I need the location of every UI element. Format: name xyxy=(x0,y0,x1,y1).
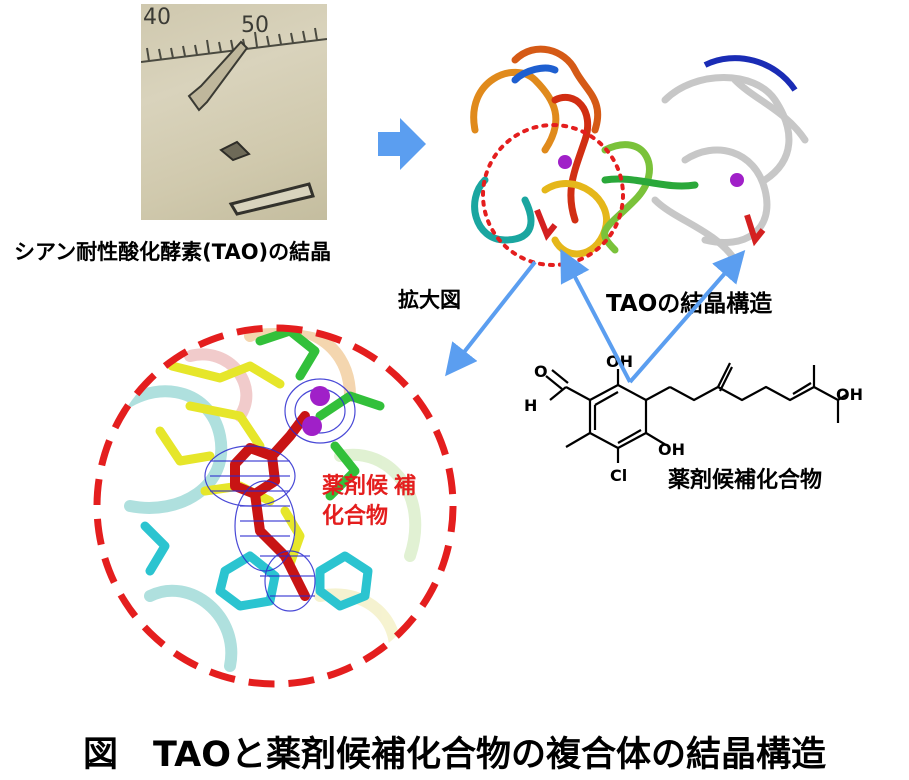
protein-structure xyxy=(470,45,809,267)
bound-compound-marks xyxy=(534,208,766,247)
crystal-shard xyxy=(228,182,315,216)
chem-oh-top: OH xyxy=(606,355,633,371)
chem-h-aldehyde: H xyxy=(524,396,537,415)
zoom-compound-label-line3: 化合物 xyxy=(322,504,389,529)
crystal-photo: 40 50 xyxy=(141,4,327,220)
crystal-label: シアン耐性酸化酵素(TAO)の結晶 xyxy=(14,240,332,264)
ruler-label-40: 40 xyxy=(143,5,171,30)
crystal-shard xyxy=(219,140,251,162)
figure-caption: 図 TAOと薬剤候補化合物の複合体の結晶構造 xyxy=(83,735,826,775)
protein-ribbon-colored xyxy=(470,45,699,258)
zoom-compound-label-line1: 薬剤候 xyxy=(322,474,389,499)
crystal-shard xyxy=(187,40,249,112)
zoom-view xyxy=(93,324,457,688)
iron-atom xyxy=(302,416,322,436)
iron-atom xyxy=(730,173,744,187)
compound-label: 薬剤候補化合物 xyxy=(668,468,823,493)
chem-cl: Cl xyxy=(610,466,627,485)
zoom-compound-label-line2: 補 xyxy=(394,474,417,499)
zoom-arrow xyxy=(445,260,537,377)
iron-atom xyxy=(558,155,572,169)
protein-ribbon-gray xyxy=(651,74,809,264)
crystal-photo-drawing: 40 50 xyxy=(141,5,327,216)
chem-oh-side-chain: OH xyxy=(836,385,863,404)
chem-oh-ring: OH xyxy=(658,440,685,459)
electron-density-mesh xyxy=(204,378,356,612)
structure-label: TAOの結晶構造 xyxy=(606,291,773,317)
zoom-circle-border xyxy=(93,324,457,688)
iron-atom xyxy=(310,386,330,406)
binding-site-highlight xyxy=(481,123,625,267)
chem-o-aldehyde: O xyxy=(534,362,548,381)
protein-ribbon-blue xyxy=(703,55,798,92)
photo-to-structure-arrow xyxy=(378,118,426,170)
chemical-bonds xyxy=(545,362,847,463)
